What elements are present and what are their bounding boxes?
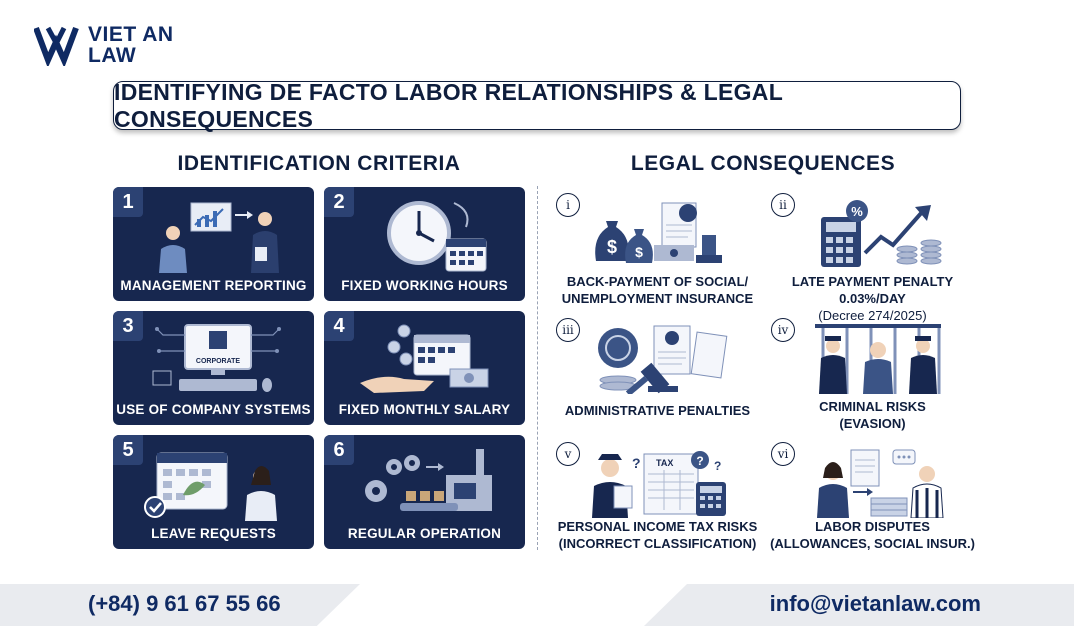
- criteria-card-3: 3 CORPORATE USE OF COMPANY SYSTEMS: [113, 311, 314, 425]
- roman-number: i: [556, 193, 580, 217]
- consequence-item-ii: ii % LATE PAYMENT PENALTY 0.03%/DAY (Dec…: [765, 193, 980, 323]
- consequence-line-1: LATE PAYMENT PENALTY 0.03%/DAY: [791, 274, 954, 306]
- card-number: 4: [324, 311, 354, 341]
- dispute-icon: [817, 449, 944, 518]
- card-label: REGULAR OPERATION: [347, 526, 502, 541]
- consequence-line-2: (Decree 274/2025): [818, 308, 927, 323]
- clock-icon: [387, 201, 487, 272]
- criteria-card-1: 1 MANAGEMENT REPORTING: [113, 187, 314, 301]
- consequence-label: LABOR DISPUTES (ALLOWANCES, SOCIAL INSUR…: [765, 518, 980, 552]
- salary-icon: [360, 324, 489, 393]
- title-banner: IDENTIFYING DE FACTO LABOR RELATIONSHIPS…: [113, 78, 961, 132]
- company-logo: VIET AN LAW: [34, 22, 184, 70]
- calculator-growth-icon: %: [821, 200, 942, 267]
- consequence-line-2: (ALLOWANCES, SOCIAL INSUR.): [770, 536, 975, 551]
- consequence-line-1: LABOR DISPUTES: [815, 519, 930, 534]
- roman-number: iii: [556, 318, 580, 342]
- viet-an-logo-icon: [34, 26, 79, 66]
- consequence-label: CRIMINAL RISKS (EVASION): [765, 398, 980, 432]
- roman-number: iv: [771, 318, 795, 342]
- page-title: IDENTIFYING DE FACTO LABOR RELATIONSHIPS…: [114, 78, 783, 132]
- card-label: FIXED MONTHLY SALARY: [338, 402, 511, 417]
- logo-line-1: VIET AN: [88, 23, 174, 46]
- consequence-line-1: BACK-PAYMENT OF SOCIAL/: [566, 274, 749, 289]
- consequence-label: BACK-PAYMENT OF SOCIAL/ UNEMPLOYMENT INS…: [550, 273, 765, 307]
- consequence-item-vi: vi LABOR DISPUTES (ALLOWANCES, SOCIAL IN…: [765, 442, 980, 562]
- criteria-card-2: 2 FIXED WORKING HOURS: [324, 187, 525, 301]
- factory-icon: [365, 449, 492, 511]
- footer: (+84) 9 61 67 55 66 info@vietanlaw.com: [0, 584, 1074, 626]
- tax-officer-icon: ? TAX ? ?: [592, 451, 726, 518]
- consequences-heading: LEGAL CONSEQUENCES: [630, 152, 896, 175]
- card-label: LEAVE REQUESTS: [151, 526, 276, 541]
- consequence-item-v: v ? TAX ? ? PERSONAL INCOME TAX RISKS (I…: [550, 442, 765, 562]
- consequence-item-i: i $ $ BACK-PAYMENT OF SOCIAL/ UNEMPLOYME…: [550, 193, 765, 313]
- svg-text:%: %: [851, 204, 863, 219]
- roman-number: vi: [771, 442, 795, 466]
- card-number: 2: [324, 187, 354, 217]
- presentation-icon: [159, 202, 279, 273]
- section-divider: [537, 186, 538, 550]
- consequence-label: LATE PAYMENT PENALTY 0.03%/DAY (Decree 2…: [765, 273, 980, 324]
- consequence-line-2: UNEMPLOYMENT INSURANCE: [561, 291, 754, 306]
- criteria-card-4: 4 FIXED MONTHLY SALARY: [324, 311, 525, 425]
- card-label: FIXED WORKING HOURS: [341, 278, 508, 293]
- consequence-item-iv: iv CRIMINAL RISKS (EVASION): [765, 318, 980, 438]
- document-text: TAX: [656, 458, 673, 468]
- card-number: 5: [113, 435, 143, 465]
- consequence-line-1: CRIMINAL RISKS: [819, 399, 926, 414]
- svg-text:?: ?: [714, 459, 721, 473]
- svg-text:?: ?: [696, 454, 703, 468]
- card-number: 1: [113, 187, 143, 217]
- footer-band-right: [644, 584, 1074, 626]
- card-number: 3: [113, 311, 143, 341]
- criteria-card-5: 5 LEAVE REQUESTS: [113, 435, 314, 549]
- consequence-line-2: (EVASION): [839, 416, 906, 431]
- criteria-heading: IDENTIFICATION CRITERIA: [177, 152, 461, 175]
- card-label: MANAGEMENT REPORTING: [120, 278, 307, 293]
- card-label: USE OF COMPANY SYSTEMS: [116, 402, 311, 417]
- criteria-card-6: 6 REGULAR OPERATION: [324, 435, 525, 549]
- svg-text:?: ?: [632, 455, 641, 471]
- consequence-label: PERSONAL INCOME TAX RISKS (INCORRECT CLA…: [550, 518, 765, 552]
- roman-number: ii: [771, 193, 795, 217]
- jail-icon: [815, 324, 941, 394]
- money-bags-icon: $ $: [595, 202, 722, 263]
- consequence-item-iii: iii ADMINISTRATIVE PENALTIES: [550, 318, 765, 438]
- screen-text: CORPORATE: [196, 358, 241, 365]
- card-number: 6: [324, 435, 354, 465]
- consequence-line-1: ADMINISTRATIVE PENALTIES: [564, 403, 751, 418]
- computer-icon: CORPORATE: [152, 324, 281, 392]
- gavel-icon: [598, 325, 728, 394]
- consequence-label: ADMINISTRATIVE PENALTIES: [550, 402, 765, 419]
- logo-line-2: LAW: [88, 44, 137, 67]
- calendar-icon: [144, 452, 277, 521]
- email-link[interactable]: info@vietanlaw.com: [769, 591, 981, 616]
- svg-text:$: $: [635, 244, 643, 260]
- phone-number[interactable]: (+84) 9 61 67 55 66: [88, 591, 281, 616]
- svg-text:$: $: [607, 237, 617, 257]
- consequence-line-1: PERSONAL INCOME TAX RISKS: [557, 519, 758, 534]
- footer-band-left: [0, 584, 360, 626]
- logo-wordmark: VIET AN LAW: [88, 24, 174, 66]
- roman-number: v: [556, 442, 580, 466]
- consequence-line-2: (INCORRECT CLASSIFICATION): [558, 536, 757, 551]
